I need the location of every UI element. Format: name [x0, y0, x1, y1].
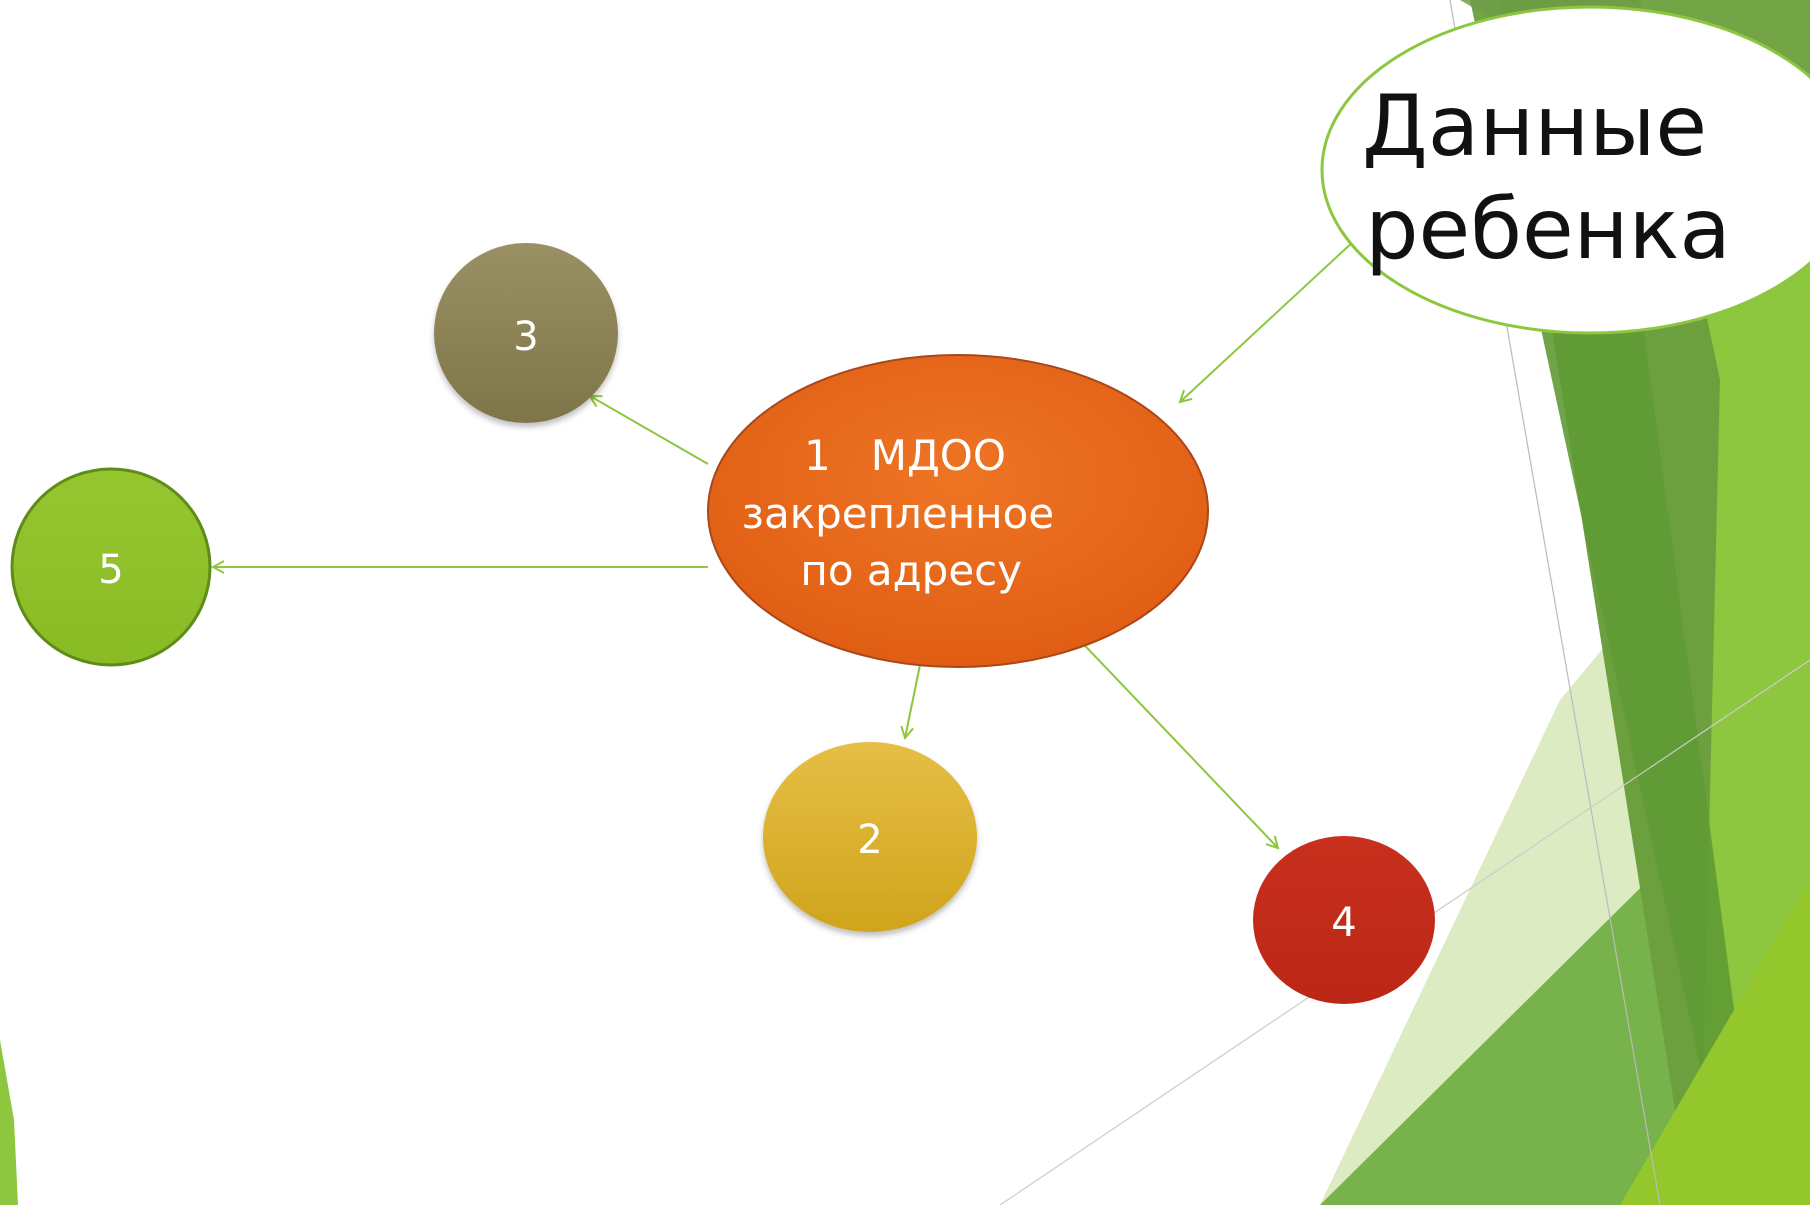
node-3-circle [434, 243, 618, 423]
center-ellipse [707, 354, 1209, 668]
node-4-label: 4 [1331, 900, 1356, 946]
bg-facet-lime [1620, 880, 1810, 1205]
center-line-3: по адресу [800, 546, 1022, 595]
child-data-label: Данные ребенка [1362, 77, 1734, 278]
node-center: 1 МДОО закрепленное по адресу [0, 0, 1209, 668]
node-4: 4 [1253, 836, 1435, 1004]
arrow-center-to-4 [1069, 629, 1278, 848]
node-2: 2 [763, 742, 977, 932]
center-line-1: 1 МДОО [804, 431, 1006, 480]
center-line-2: закрепленное [742, 489, 1055, 538]
child-data-line-2: ребенка [1365, 180, 1731, 278]
bg-facet-bright [1640, 0, 1810, 1205]
child-data-line-1: Данные [1362, 77, 1707, 175]
arrow-center-to-2 [905, 664, 921, 738]
node-child-data: Данные ребенка [1320, 5, 1810, 335]
arrow-child-to-center [1180, 239, 1356, 402]
node-5-label: 5 [98, 547, 123, 593]
bg-left-edge [0, 1040, 18, 1205]
child-data-ellipse [1320, 5, 1810, 335]
node-3-label: 3 [513, 314, 538, 360]
arrows [213, 239, 1356, 848]
node-2-label: 2 [857, 817, 882, 863]
node-5-circle [10, 467, 212, 667]
node-2-circle [763, 742, 977, 932]
node-3: 3 [434, 243, 618, 423]
center-label: 1 МДОО закрепленное по адресу [0, 0, 1174, 595]
node-4-circle [1253, 836, 1435, 1004]
node-5: 5 [10, 467, 212, 667]
arrow-center-to-3 [590, 396, 709, 465]
